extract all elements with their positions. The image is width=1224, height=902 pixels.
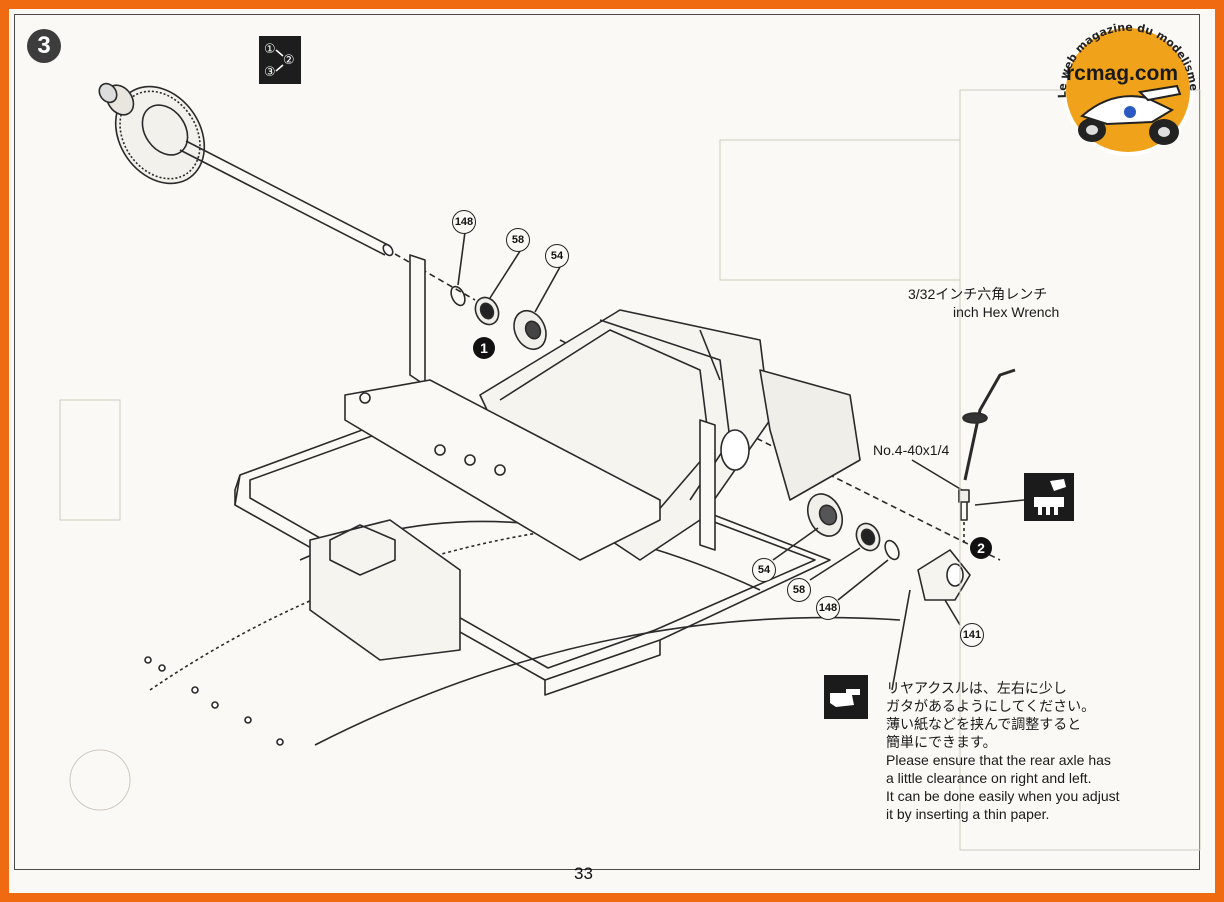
- instruction-note: リヤアクスルは、左右に少し ガタがあるようにしてください。 薄い紙などを挟んで調…: [886, 679, 1120, 823]
- bearing-58-top: [474, 296, 500, 326]
- center-pivot-block: [309, 519, 461, 661]
- logo-brand-text: rcmag.com: [1066, 62, 1178, 85]
- buggy-icon: [1078, 84, 1182, 145]
- note-en-3: It can be done easily when you adjust: [886, 788, 1120, 804]
- pointing-hand-icon: [824, 675, 868, 719]
- rear-post: [409, 254, 716, 551]
- clip-148-top: [450, 285, 466, 307]
- hub-54-top: [513, 309, 547, 351]
- part-148-bottom-label: 148: [816, 596, 840, 620]
- screw-no4: [958, 489, 970, 545]
- note-jp-4: 簡単にできます。: [886, 734, 997, 750]
- order-item-3: ③: [264, 65, 276, 80]
- screw-label: No.4-40x1/4: [873, 442, 950, 458]
- order-item-2: ②: [283, 53, 295, 68]
- tool-label-jp: 3/32インチ六角レンチ: [908, 286, 1048, 302]
- suspension-plate: [344, 379, 661, 561]
- hex-wrench: [962, 368, 1016, 481]
- order-item-1: ①: [264, 42, 276, 57]
- part-141-label: 141: [960, 623, 984, 647]
- note-en-4: it by inserting a thin paper.: [886, 806, 1050, 822]
- sub-step-1: 1: [473, 337, 495, 359]
- clip-148-bottom: [884, 539, 900, 561]
- tool-label-en: inch Hex Wrench: [953, 304, 1060, 320]
- note-en-1: Please ensure that the rear axle has: [886, 752, 1111, 768]
- sub-step-2: 2: [970, 537, 992, 559]
- collar-141: [917, 549, 971, 601]
- note-jp-1: リヤアクスルは、左右に少し: [886, 680, 1067, 696]
- threadlock-icon: [1024, 473, 1074, 521]
- note-jp-2: ガタがあるようにしてください。: [886, 698, 1096, 714]
- hub-54-bottom: [806, 493, 844, 537]
- note-jp-3: 薄い紙などを挟んで調整すると: [886, 716, 1082, 732]
- step-number-badge: 3: [27, 29, 61, 63]
- part-148-top-label: 148: [452, 210, 476, 234]
- note-en-2: a little clearance on right and left.: [886, 770, 1092, 786]
- page-number: 33: [574, 864, 593, 883]
- rcmag-logo[interactable]: Le web magazine du modelisme rcmag.com: [1052, 20, 1202, 160]
- bearing-58-bottom: [855, 522, 881, 552]
- assembly-order-icon: ① ② ③: [259, 36, 301, 84]
- part-58-bottom-label: 58: [787, 578, 811, 602]
- spur-gear: [98, 82, 206, 185]
- part-54-top-label: 54: [545, 244, 569, 268]
- part-58-top-label: 58: [506, 228, 530, 252]
- part-54-bottom-label: 54: [752, 558, 776, 582]
